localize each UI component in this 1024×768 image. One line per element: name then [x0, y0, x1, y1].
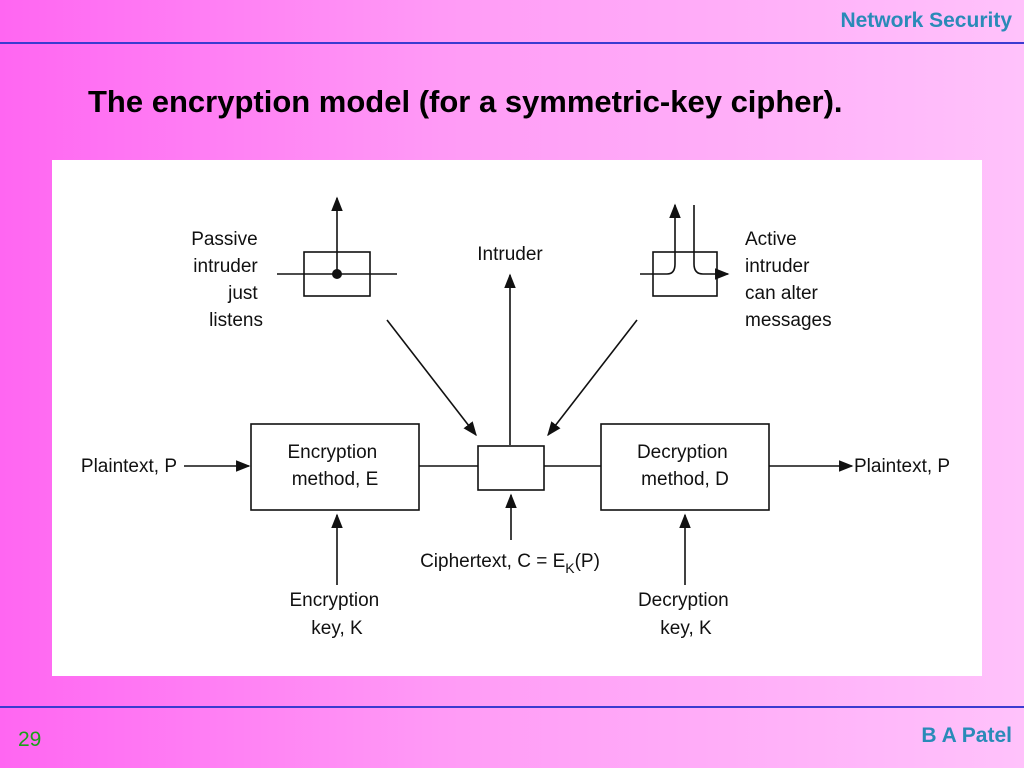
passive-to-channel-arrow — [386, 319, 477, 437]
encryption-method-label: Encryption method, E — [287, 442, 382, 490]
page-number: 29 — [18, 728, 42, 751]
enc-key-line-1: Encryption — [289, 590, 379, 611]
active-to-channel-arrow — [547, 319, 638, 437]
passive-label-line-2: intruder — [193, 256, 258, 277]
passive-intruder-label: Passive intruder just listens — [191, 229, 263, 331]
active-tap-right-path — [693, 205, 730, 280]
active-label-line-3: can alter — [745, 283, 819, 304]
dec-method-line-2: method, D — [641, 469, 729, 490]
enc-method-line-1: Encryption — [287, 442, 377, 463]
plaintext-in-label: Plaintext, P — [81, 456, 177, 477]
decryption-method-label: Decryption method, D — [637, 442, 733, 490]
decryption-method-box — [600, 423, 770, 511]
encryption-key-label: Encryption key, K — [289, 590, 384, 639]
ciphertext-suffix: (P) — [575, 551, 600, 572]
dec-key-line-1: Decryption — [638, 590, 729, 611]
top-divider — [0, 42, 1024, 44]
plaintext-out-label: Plaintext, P — [854, 456, 950, 477]
ciphertext-label: Ciphertext, C = EK(P) — [420, 551, 600, 576]
channel-box — [477, 445, 545, 491]
slide-title: The encryption model (for a symmetric-ke… — [88, 84, 843, 119]
passive-label-line-4: listens — [209, 310, 263, 331]
encryption-model-diagram: Passive intruder just listens Intruder A… — [52, 160, 982, 676]
author-name: B A Patel — [921, 724, 1012, 747]
encryption-method-box — [250, 423, 420, 511]
passive-label-line-3: just — [227, 283, 258, 304]
dec-key-line-2: key, K — [660, 618, 712, 639]
active-label-line-4: messages — [745, 310, 832, 331]
active-intruder-label: Active intruder can alter messages — [745, 229, 832, 331]
ciphertext-prefix: Ciphertext, C = E — [420, 551, 565, 572]
active-label-line-1: Active — [745, 229, 797, 250]
active-label-line-2: intruder — [745, 256, 810, 277]
intruder-label: Intruder — [477, 244, 543, 265]
enc-method-line-2: method, E — [292, 469, 379, 490]
diagram-canvas: Passive intruder just listens Intruder A… — [81, 196, 950, 639]
header-title: Network Security — [840, 9, 1012, 32]
decryption-key-label: Decryption key, K — [638, 590, 734, 639]
enc-key-line-2: key, K — [311, 618, 363, 639]
dec-method-line-1: Decryption — [637, 442, 728, 463]
active-tap-left-path — [640, 203, 681, 275]
ciphertext-subscript: K — [565, 560, 575, 576]
passive-tap-dot — [332, 269, 342, 279]
passive-label-line-1: Passive — [191, 229, 258, 250]
bottom-divider — [0, 706, 1024, 708]
